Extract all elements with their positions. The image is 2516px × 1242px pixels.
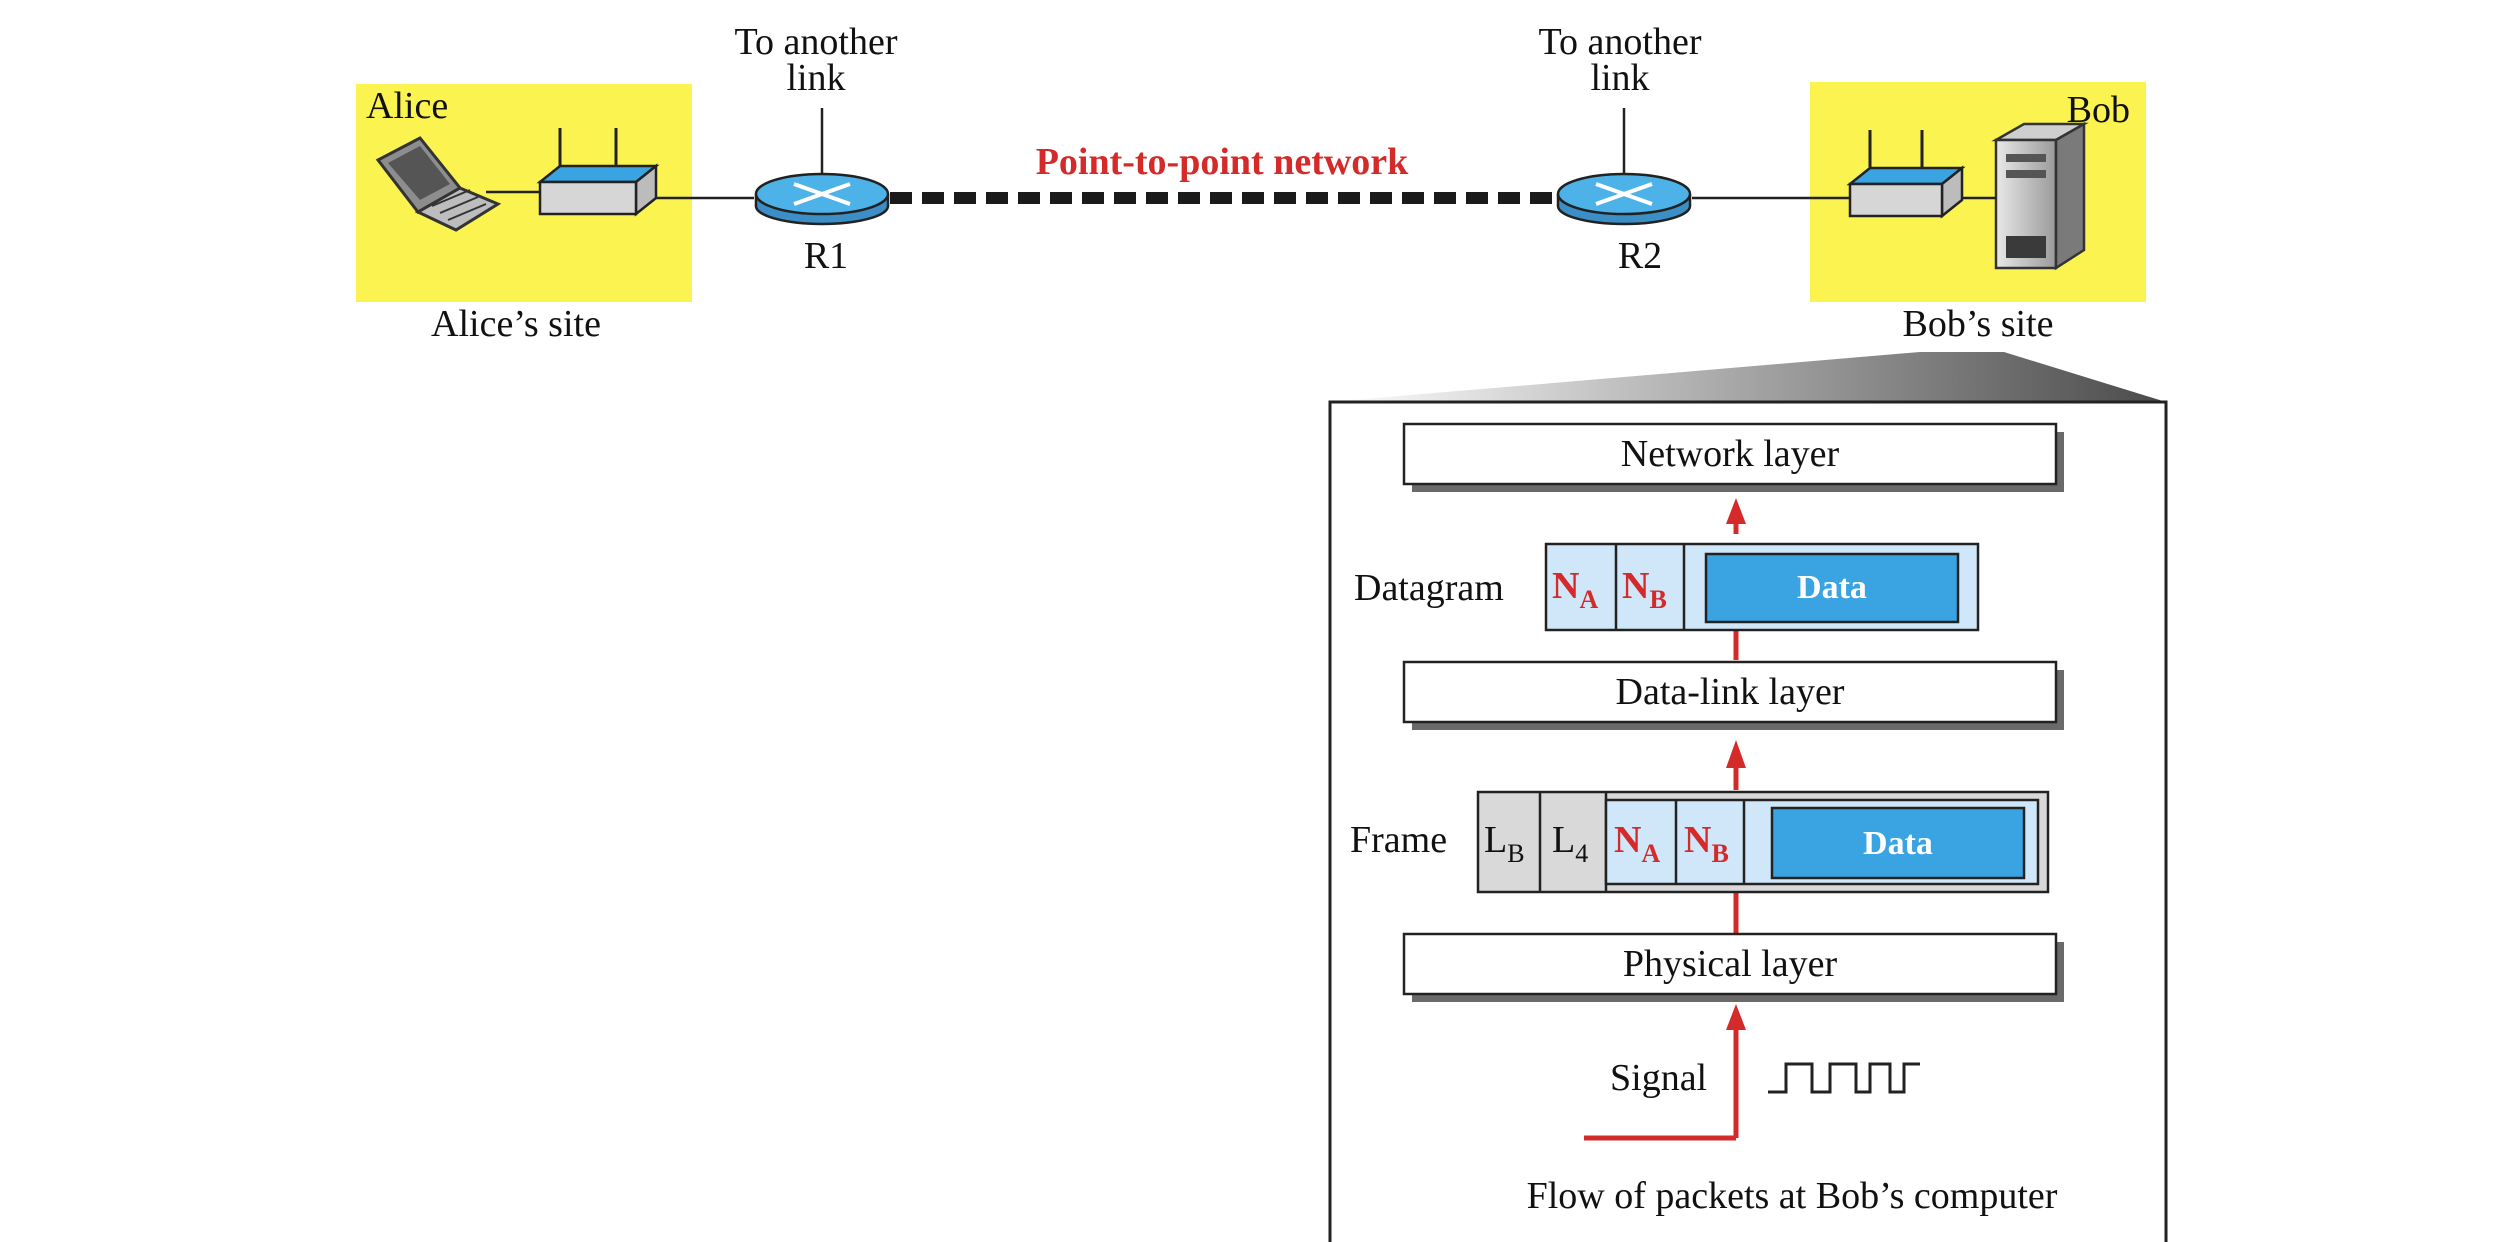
alice-label: Alice bbox=[366, 85, 448, 127]
alice-site: Alice Alice’s site bbox=[356, 84, 692, 345]
frame-header-na: NA bbox=[1614, 819, 1660, 868]
datagram-label: Datagram bbox=[1354, 567, 1504, 609]
server-icon bbox=[1991, 121, 2089, 271]
network-label: Point-to-point network bbox=[1036, 141, 1409, 183]
packet-flow-arrow bbox=[1584, 498, 1746, 1141]
datalink-layer-box: Data-link layer bbox=[1402, 660, 2064, 730]
frame-data-field bbox=[1770, 806, 2026, 880]
zoom-wedge bbox=[1328, 352, 2166, 402]
r2-uplink-label-line1: To another bbox=[1538, 21, 1701, 63]
frame-header-lb: LB bbox=[1484, 819, 1525, 868]
router-cross-icon bbox=[1595, 182, 1653, 206]
frame: LB L4 NA NB Data bbox=[1476, 790, 2050, 894]
r1-label: R1 bbox=[804, 235, 848, 277]
alice-site-caption: Alice’s site bbox=[431, 303, 601, 345]
frame-data-label: Data bbox=[1863, 825, 1933, 862]
datagram-header-na: NA bbox=[1552, 565, 1598, 614]
detail-caption: Flow of packets at Bob’s computer bbox=[1527, 1175, 2058, 1217]
bob-switch-icon bbox=[1846, 130, 1966, 219]
datagram-data-label: Data bbox=[1797, 569, 1867, 606]
physical-layer-label: Physical layer bbox=[1623, 943, 1838, 985]
bob-site: Bob Bob’s site bbox=[1810, 82, 2146, 345]
datagram-header-nb: NB bbox=[1622, 565, 1667, 614]
datagram-data-field bbox=[1704, 552, 1960, 624]
r2-uplink-label-line2: link bbox=[1590, 57, 1649, 99]
network-layer-label: Network layer bbox=[1621, 433, 1840, 475]
r1-uplink-label-line1: To another bbox=[734, 21, 897, 63]
network-layer-box: Network layer bbox=[1402, 422, 2064, 492]
laptop-icon bbox=[375, 136, 502, 232]
r1-uplink-label-line2: link bbox=[786, 57, 845, 99]
frame-header-nb: NB bbox=[1684, 819, 1729, 868]
alice-switch-icon bbox=[536, 128, 660, 217]
r2-label: R2 bbox=[1618, 235, 1662, 277]
router-r2: R2 To another link bbox=[1538, 21, 1701, 277]
frame-header-l4: L4 bbox=[1552, 819, 1588, 868]
datagram: NA NB Data bbox=[1544, 542, 1980, 632]
router-r1: R1 To another link bbox=[734, 21, 897, 277]
datalink-layer-label: Data-link layer bbox=[1616, 671, 1845, 713]
square-wave-icon bbox=[1768, 1062, 1920, 1094]
frame-label: Frame bbox=[1350, 819, 1447, 861]
bob-site-caption: Bob’s site bbox=[1903, 303, 2054, 345]
signal-label: Signal bbox=[1610, 1057, 1707, 1099]
physical-layer-box: Physical layer bbox=[1402, 932, 2064, 1002]
router-cross-icon bbox=[793, 182, 851, 206]
